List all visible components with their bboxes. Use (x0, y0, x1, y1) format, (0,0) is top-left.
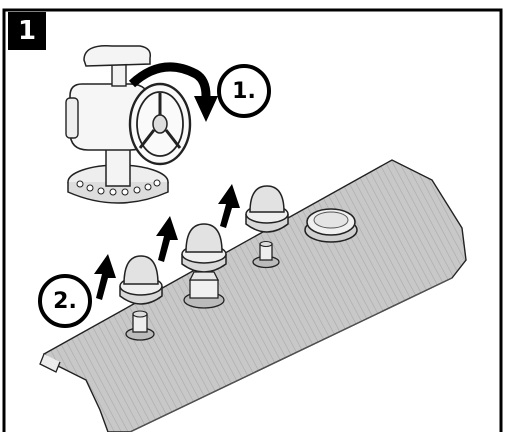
cap-installed (305, 209, 357, 242)
callout-step-2: 2. (38, 274, 92, 328)
callout-step-1: 1. (217, 64, 271, 118)
cap-middle (182, 224, 226, 272)
step-number-badge: 1 (8, 12, 46, 50)
cap-right (246, 186, 288, 232)
cap-left (120, 256, 162, 304)
